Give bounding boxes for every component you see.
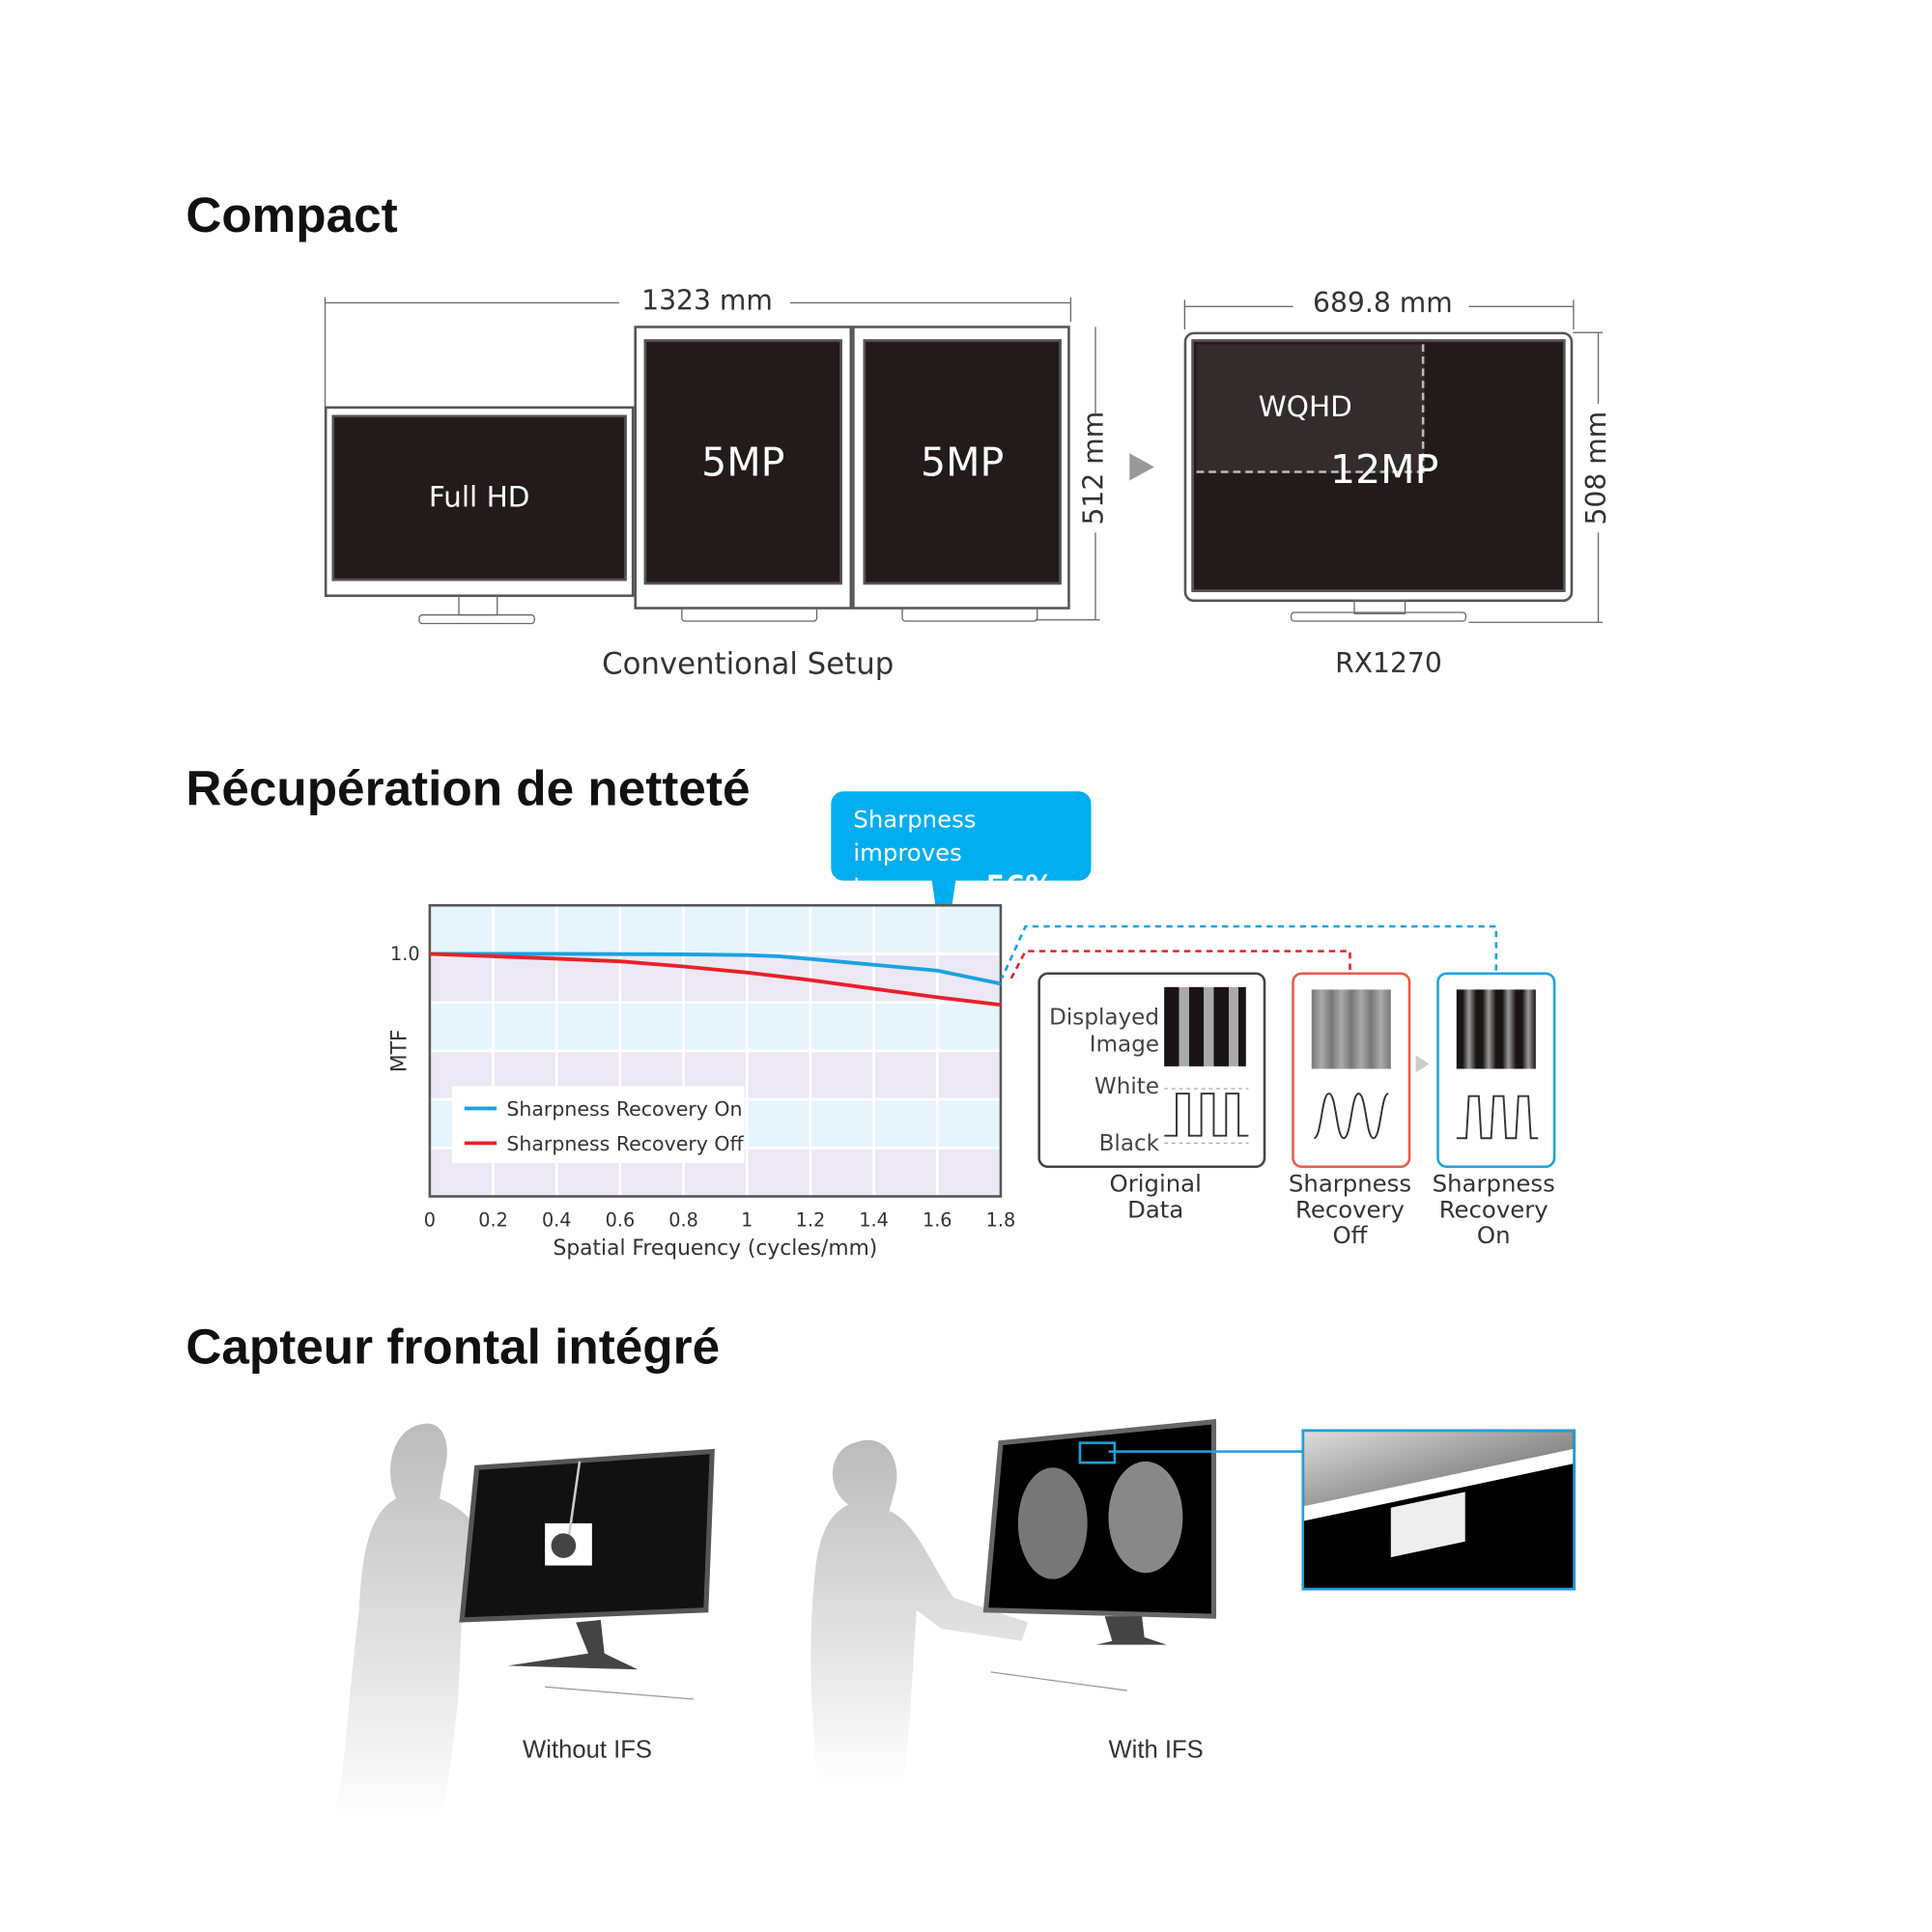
callout-line1: Sharpness improves [853,806,977,867]
series-line-off [429,952,1002,1008]
panel-recovery-on [1436,972,1556,1169]
x-tick-label: 1.6 [923,1208,952,1231]
caption-line: Original [1109,1170,1202,1198]
x-tick-label: 1.8 [986,1208,1016,1231]
caption-line: Off [1332,1222,1368,1250]
person-silhouette [810,1439,1029,1784]
caption-with-ifs: With IFS [1108,1736,1204,1764]
caption-line: Data [1127,1196,1184,1224]
label-white: White [1094,1073,1160,1100]
arrow-right-icon [1415,1055,1430,1073]
illustration-without-ifs [334,1423,715,1821]
caption-rx1270: RX1270 [1335,648,1442,680]
bars-sharp [1164,986,1246,1066]
arrow-right-icon [1129,453,1154,481]
legend-label: Sharpness Recovery On [506,1097,742,1121]
wqhd-label: WQHD [1258,391,1352,424]
caption-line: On [1476,1222,1511,1250]
caption-line: Sharpness [1288,1170,1412,1198]
caption-conventional-setup: Conventional Setup [602,646,895,682]
x-tick-label: 0 [424,1208,436,1231]
caption-line: Sharpness [1432,1170,1555,1198]
caption-line: Recovery [1438,1196,1548,1224]
label-image: Image [1089,1031,1160,1058]
caption-line: Recovery [1294,1196,1405,1224]
panel-recovery-off [1292,972,1411,1169]
legend-label: Sharpness Recovery Off [506,1132,744,1155]
front-sensor [1390,1492,1465,1558]
callout-value: 56% [985,870,1054,903]
sensor-closeup [1301,1429,1576,1591]
monitor-5mp-left: 5MP [643,339,842,585]
x-tick-label: 1 [741,1208,753,1231]
section-title-ifs: Capteur frontal intégré [185,1320,721,1376]
connector-lines [1000,924,1498,979]
illustration-with-ifs [810,1419,1217,1784]
12mp-label: 12MP [1329,445,1439,494]
monitor-full-hd: Full HD [331,414,627,582]
zoom-connector [1108,1450,1305,1453]
monitor-rx1270-screen: WQHD 12MP [1191,339,1566,592]
label-black: Black [1098,1130,1160,1157]
callout-sharpness-improvement: Sharpness improves by approx. 56% [831,791,1092,903]
height-label-conventional: 512 mm [1079,411,1111,526]
bars-blurred [1311,989,1391,1069]
y-axis-label: MTF [388,1030,412,1073]
plot-frame [428,903,1003,1198]
caption-without-ifs: Without IFS [523,1736,653,1764]
x-tick-label: 1.4 [859,1208,889,1231]
width-label-rx1270: 689.8 mm [1313,288,1453,320]
person-silhouette [334,1423,564,1821]
grid-band [429,1002,1001,1051]
x-tick-label: 0.2 [478,1208,508,1231]
x-tick-label: 0.4 [542,1208,572,1231]
bars-recovered [1456,989,1536,1069]
x-tick-label: 1.2 [796,1208,826,1231]
section-title-compact: Compact [185,187,398,243]
y-tick-label: 1.0 [390,943,420,965]
x-tick-label: 0.6 [606,1208,636,1231]
monitor-5mp-right: 5MP [863,339,1062,585]
x-axis-label: Spatial Frequency (cycles/mm) [554,1236,878,1261]
grid-band [429,905,1001,954]
legend-box [451,1086,745,1163]
label-displayed: Displayed [1049,1004,1160,1031]
width-label-conventional: 1323 mm [641,286,773,318]
x-tick-label: 0.8 [668,1208,698,1231]
section-title-sharpness: Récupération de netteté [185,761,751,816]
callout-line2: by approx. [853,874,979,902]
height-label-rx1270: 508 mm [1581,411,1613,526]
series-line-on [429,952,1002,986]
